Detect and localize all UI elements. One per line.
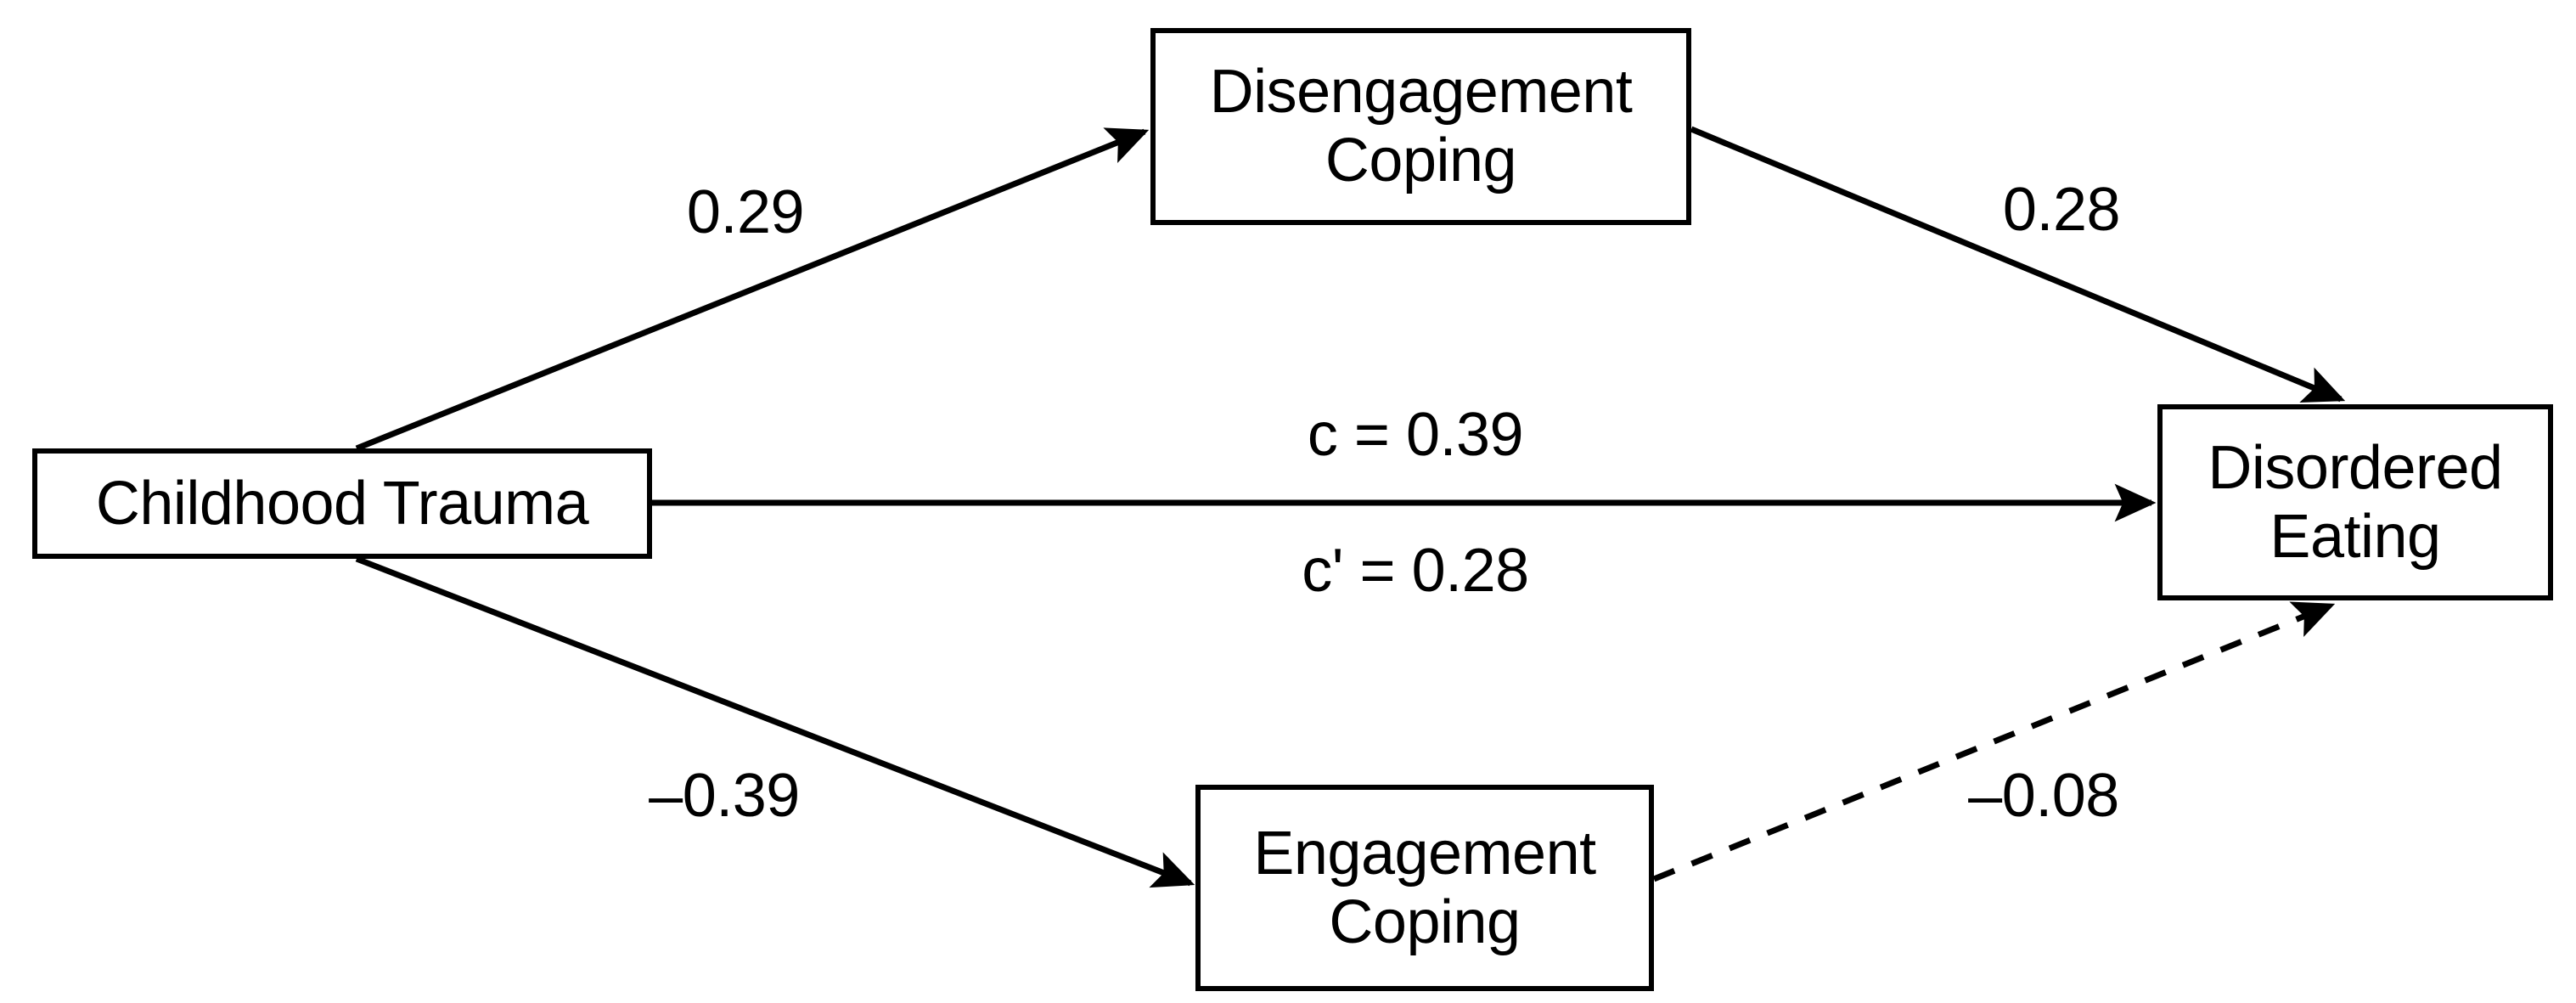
node-disengagement-coping[interactable]: Disengagement Coping [1150, 28, 1691, 225]
edge-label-b2: –0.08 [1963, 761, 2124, 831]
edge-a2-line [355, 555, 1195, 888]
edge-label-c-total-effect: c = 0.39 [1302, 400, 1529, 470]
edge-label-a2: –0.39 [644, 761, 805, 831]
node-disengagement-coping-label: Disengagement Coping [1209, 58, 1633, 194]
edge-b1-line [1690, 126, 2346, 403]
node-engagement-coping[interactable]: Engagement Coping [1195, 785, 1654, 991]
node-childhood-trauma[interactable]: Childhood Trauma [32, 448, 652, 559]
edge-label-a1: 0.29 [681, 177, 810, 247]
node-disordered-eating-label: Disordered Eating [2208, 433, 2503, 571]
edge-a1-line [355, 127, 1150, 452]
node-engagement-coping-label: Engagement Coping [1253, 819, 1596, 956]
edge-label-b1: 0.28 [1997, 175, 2126, 245]
node-childhood-trauma-label: Childhood Trauma [95, 469, 589, 538]
edge-label-c-direct-effect: c' = 0.28 [1296, 536, 1534, 606]
edge-b2-line [1652, 601, 2336, 882]
node-disordered-eating[interactable]: Disordered Eating [2157, 404, 2553, 600]
